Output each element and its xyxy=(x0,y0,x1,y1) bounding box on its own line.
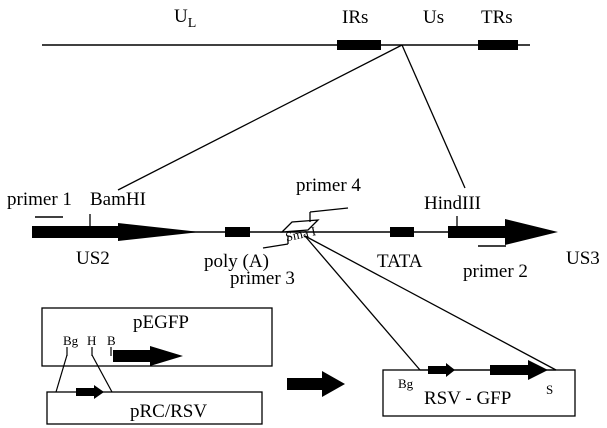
gfp-arrow xyxy=(490,360,548,380)
hindiii-label: HindIII xyxy=(424,193,481,214)
ul-sub: L xyxy=(188,16,197,31)
polya-box xyxy=(225,227,250,237)
expansion-lines xyxy=(117,44,466,191)
primer3-bar xyxy=(262,243,289,249)
primer3-label: primer 3 xyxy=(230,268,295,289)
transfer-line-left xyxy=(55,354,68,393)
genome-map: UL IRs Us TRs xyxy=(42,6,530,50)
expansion-line-left xyxy=(117,44,403,191)
primer4-label: primer 4 xyxy=(296,175,361,196)
egfp-arrow xyxy=(113,346,183,366)
rsvgfp-label: RSV - GFP xyxy=(424,388,511,409)
ul-label: UL xyxy=(174,6,196,31)
rsv-arrow xyxy=(428,363,455,377)
insertion-line-left xyxy=(304,235,421,371)
primer4-bar xyxy=(309,207,349,213)
trs-label: TRs xyxy=(481,7,513,28)
insert-map: primer 1 BamHI primer 4 HindIII US2 poly… xyxy=(7,175,600,289)
primer2-label: primer 2 xyxy=(463,261,528,282)
b-label: B xyxy=(107,333,116,348)
insertion-lines xyxy=(304,235,557,371)
tata-label: TATA xyxy=(377,251,423,272)
trs-box xyxy=(478,40,518,50)
transfer-line-right xyxy=(91,354,113,393)
plasmid-construction: pEGFP Bg H B pRC/RSV xyxy=(41,307,273,425)
prcrsv-box xyxy=(46,391,263,425)
expansion-line-right xyxy=(401,44,466,189)
ul-main: U xyxy=(174,6,188,27)
polya-label: poly (A) xyxy=(204,251,269,272)
rsv-gfp-cassette: Bg RSV - GFP S xyxy=(382,360,576,417)
us3-label: US3 xyxy=(566,248,600,269)
smai-label: Sma I xyxy=(284,223,317,244)
insertion-line-right xyxy=(304,235,557,371)
primer1-label: primer 1 xyxy=(7,189,72,210)
smai-site xyxy=(280,219,320,233)
result-arrow xyxy=(287,371,345,397)
rsv-promoter-arrow xyxy=(76,385,104,399)
h-label: H xyxy=(87,333,96,348)
us2-arrow xyxy=(32,223,200,241)
bamhi-label: BamHI xyxy=(90,189,146,210)
bg2-label: Bg xyxy=(398,376,414,391)
pegfp-label: pEGFP xyxy=(133,312,189,333)
bg-label: Bg xyxy=(63,333,79,348)
us3-arrow xyxy=(448,219,558,245)
us2-label: US2 xyxy=(76,248,110,269)
irs-box xyxy=(337,40,381,50)
prcrsv-label: pRC/RSV xyxy=(130,401,207,422)
s-label: S xyxy=(546,382,553,397)
tata-box xyxy=(390,227,414,237)
irs-label: IRs xyxy=(342,7,368,28)
rsvgfp-box xyxy=(382,369,576,417)
us-label: Us xyxy=(423,7,444,28)
